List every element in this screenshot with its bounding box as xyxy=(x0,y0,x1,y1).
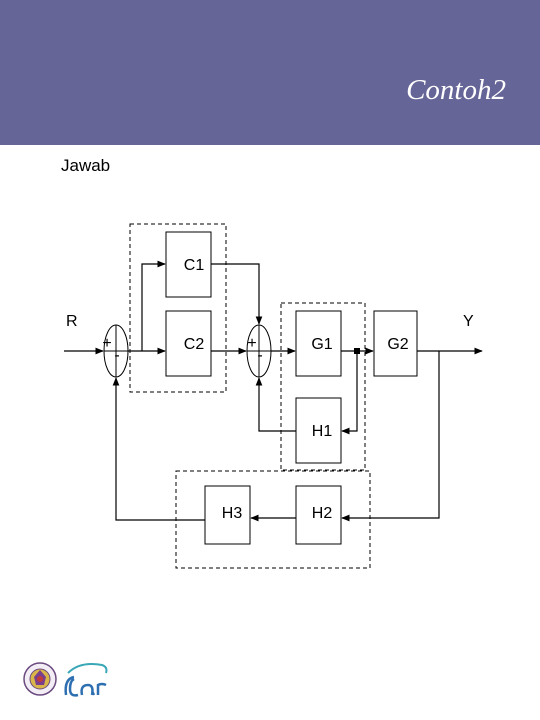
sum1-plus-sign: + xyxy=(102,335,111,352)
slide-title: Contoh2 xyxy=(406,74,506,106)
sum2-plus-sign: + xyxy=(247,335,256,352)
input-label-r: R xyxy=(66,313,78,330)
slide-subtitle: Jawab xyxy=(61,156,111,175)
block-g2: G2 xyxy=(373,310,418,377)
block-g1-label: G1 xyxy=(311,336,332,353)
block-c1: C1 xyxy=(165,231,212,298)
block-h2-label: H2 xyxy=(312,505,333,522)
block-g1: G1 xyxy=(295,310,342,377)
takeoff-point xyxy=(354,348,360,354)
block-h2: H2 xyxy=(295,485,342,545)
summing-junction-1: + - xyxy=(102,324,129,378)
block-h3-label: H3 xyxy=(222,505,243,522)
header-bar: Contoh2 xyxy=(0,0,540,145)
block-c2-label: C2 xyxy=(184,336,205,353)
block-c2: C2 xyxy=(165,310,212,377)
block-c1-label: C1 xyxy=(184,257,205,274)
group-box-g1h1 xyxy=(280,302,366,471)
output-label-y: Y xyxy=(463,313,474,330)
sum1-minus-sign: - xyxy=(114,347,119,364)
summing-junction-2: + - xyxy=(246,324,272,378)
university-seal-icon xyxy=(23,662,57,696)
car-logo-icon xyxy=(64,663,108,697)
block-h1: H1 xyxy=(295,397,342,464)
sum2-minus-sign: - xyxy=(257,347,262,364)
logos xyxy=(22,655,122,710)
signal-lines xyxy=(64,260,483,522)
block-h3: H3 xyxy=(204,485,251,545)
group-box-c xyxy=(129,223,227,393)
block-h1-label: H1 xyxy=(312,423,333,440)
block-g2-label: G2 xyxy=(387,336,408,353)
